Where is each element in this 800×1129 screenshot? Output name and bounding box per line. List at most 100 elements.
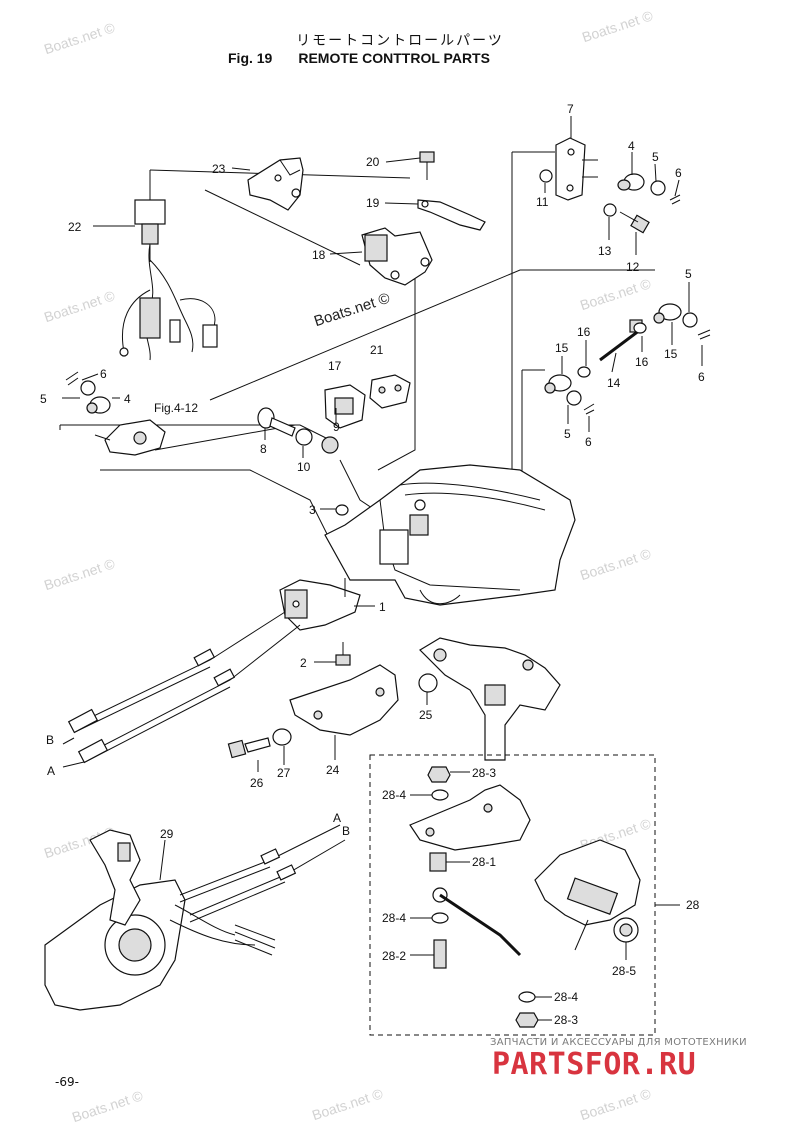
leader-lines bbox=[62, 116, 703, 1021]
part-4-joint-top bbox=[617, 173, 645, 191]
part-25-bushing bbox=[418, 673, 438, 693]
figure-title-text: REMOTE CONTTROL PARTS bbox=[298, 50, 490, 66]
part-3-nut bbox=[335, 504, 349, 516]
callout-6: 6 bbox=[698, 370, 705, 384]
callout-11: 11 bbox=[536, 195, 549, 209]
control-cables-upper bbox=[67, 611, 301, 764]
callout-5: 5 bbox=[652, 150, 659, 164]
callout-14: 14 bbox=[607, 376, 621, 390]
callout-26: 26 bbox=[250, 776, 264, 790]
callout-6: 6 bbox=[675, 166, 682, 180]
part-28-2-bolt bbox=[433, 939, 447, 969]
part-18-bracket bbox=[361, 227, 433, 286]
part-17-gasket bbox=[324, 384, 366, 429]
part-28-4-washer-bottom bbox=[518, 991, 536, 1003]
callout-17: 17 bbox=[328, 359, 342, 373]
steering-bracket bbox=[419, 637, 561, 761]
footer-logo: PARTSFOR.RU bbox=[492, 1047, 697, 1082]
callout-7: 7 bbox=[567, 102, 574, 116]
part-21-cover bbox=[369, 374, 411, 409]
callout-28-3: 28-3 bbox=[554, 1013, 578, 1027]
callout-25: 25 bbox=[419, 708, 433, 722]
callout-6: 6 bbox=[585, 435, 592, 449]
callout-5: 5 bbox=[40, 392, 47, 406]
part-28-bracket bbox=[409, 784, 531, 851]
callout-16: 16 bbox=[635, 355, 649, 369]
part-20-bolt bbox=[419, 151, 435, 180]
callout-28-5: 28-5 bbox=[612, 964, 636, 978]
callout-10: 10 bbox=[297, 460, 311, 474]
callout-4: 4 bbox=[124, 392, 131, 406]
callout-8: 8 bbox=[260, 442, 267, 456]
cable-label-b: B bbox=[46, 733, 54, 747]
part-29-remote-control-box bbox=[44, 829, 276, 1011]
part-26-bolt bbox=[227, 737, 271, 759]
callout-21: 21 bbox=[370, 343, 384, 357]
callout-28: 28 bbox=[686, 898, 700, 912]
part-15-joint-right bbox=[653, 303, 682, 324]
part-5-washer-lower bbox=[566, 390, 582, 406]
part-28-3-nut-top bbox=[427, 766, 451, 783]
callout-16: 16 bbox=[577, 325, 591, 339]
callout-19: 19 bbox=[366, 196, 380, 210]
callout-23: 23 bbox=[212, 162, 226, 176]
callout-15: 15 bbox=[555, 341, 569, 355]
callout-28-3: 28-3 bbox=[472, 766, 496, 780]
part-27-washer bbox=[272, 728, 292, 746]
part-15-joint-left bbox=[544, 374, 572, 394]
callout-28-4: 28-4 bbox=[554, 990, 578, 1004]
part-6-clip-top bbox=[669, 194, 681, 205]
part-28-link-rod bbox=[432, 887, 522, 957]
callout-20: 20 bbox=[366, 155, 380, 169]
part-11-washer bbox=[539, 169, 553, 183]
title-japanese: リモートコントロールパーツ bbox=[296, 33, 504, 49]
callout-27: 27 bbox=[277, 766, 291, 780]
callout-1: 1 bbox=[379, 600, 386, 614]
callout-labels: 22 23 20 19 18 7 4 5 6 11 13 12 5 15 16 … bbox=[40, 102, 705, 1027]
callout-28-4: 28-4 bbox=[382, 788, 406, 802]
part-7-link bbox=[555, 137, 598, 201]
part-28-4-washer-top bbox=[431, 789, 449, 801]
part-12-bolt bbox=[619, 211, 650, 234]
part-16-nut-left bbox=[577, 366, 591, 378]
footer-subtitle: ЗАПЧАСТИ И АКСЕССУАРЫ ДЛЯ МОТОТЕХНИКИ bbox=[490, 1037, 747, 1048]
part-2-bolt bbox=[335, 642, 351, 666]
part-23-bracket bbox=[247, 157, 304, 211]
part-28-4-washer-mid bbox=[431, 912, 449, 924]
control-cables-lower bbox=[179, 824, 346, 923]
callout-3: 3 bbox=[309, 503, 316, 517]
part-4-joint-left bbox=[86, 396, 111, 414]
part-19-link-plate bbox=[417, 199, 486, 231]
cable-label-b: B bbox=[342, 824, 350, 838]
part-5-washer-top bbox=[650, 180, 666, 196]
callout-18: 18 bbox=[312, 248, 326, 262]
callout-9: 9 bbox=[333, 420, 340, 434]
part-28-5-nut bbox=[613, 917, 639, 943]
cable-label-a: A bbox=[47, 764, 55, 778]
part-5-washer-right bbox=[682, 312, 698, 328]
part-9-collar bbox=[321, 436, 339, 454]
callout-28-2: 28-2 bbox=[382, 949, 406, 963]
callout-29: 29 bbox=[160, 827, 174, 841]
part-6-clip-left bbox=[65, 371, 79, 386]
callout-28-4: 28-4 bbox=[382, 911, 406, 925]
callout-5: 5 bbox=[564, 427, 571, 441]
part-10-bushing bbox=[295, 428, 313, 446]
callout-24: 24 bbox=[326, 763, 340, 777]
part-6-clip-right bbox=[697, 329, 711, 340]
callout-2: 2 bbox=[300, 656, 307, 670]
part-13-washer bbox=[603, 203, 617, 217]
part-8-pivot-bolt bbox=[257, 407, 296, 437]
callout-22: 22 bbox=[68, 220, 82, 234]
part-6-clip-lower bbox=[583, 403, 595, 415]
page-number: -69- bbox=[55, 1075, 79, 1089]
part-16-nut-right bbox=[633, 322, 647, 334]
part-22-wire-harness bbox=[119, 199, 218, 361]
fig-4-12-reference-assembly bbox=[94, 419, 166, 456]
callout-12: 12 bbox=[626, 260, 640, 274]
figure-number: Fig. 19 bbox=[228, 50, 273, 66]
engine-bracket-assembly bbox=[324, 464, 576, 606]
figure-title: Fig. 19 REMOTE CONTTROL PARTS bbox=[228, 50, 490, 66]
